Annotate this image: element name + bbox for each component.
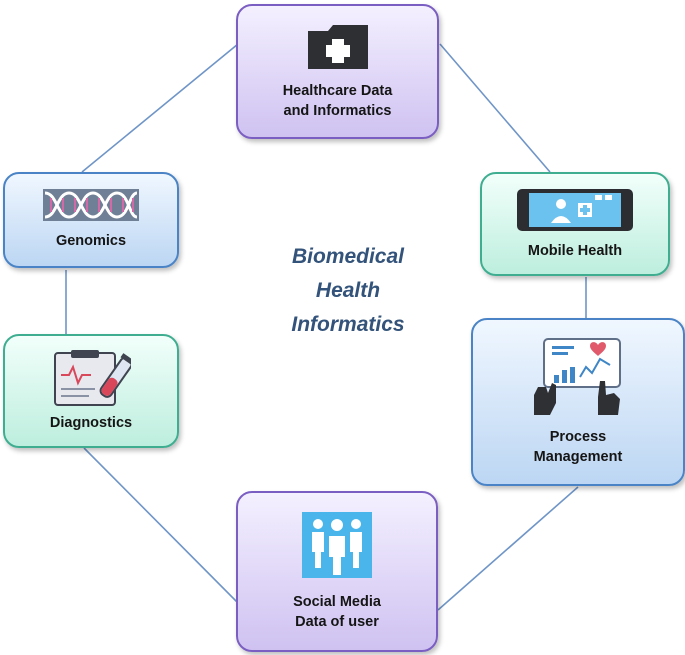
- connector-genomics-healthcare: [81, 43, 239, 173]
- node-healthcare-data: Healthcare Data and Informatics: [236, 4, 439, 139]
- mobile-health-icon: [517, 189, 633, 231]
- node-process-management: Process Management: [471, 318, 685, 486]
- node-healthcare-label: Healthcare Data and Informatics: [282, 82, 393, 119]
- center-title: Biomedical Health Informatics: [258, 240, 438, 342]
- node-mobile-health: Mobile Health: [480, 172, 670, 276]
- node-diagnostics-label: Diagnostics: [49, 415, 133, 431]
- node-genomics: Genomics: [3, 172, 179, 268]
- center-title-line-2: Health: [315, 279, 381, 302]
- dna-helix-icon: [43, 189, 139, 221]
- connector-social-diagnostics: [83, 447, 239, 604]
- node-mobile-label: Mobile Health: [527, 243, 623, 259]
- node-social-label: Social Media Data of user: [293, 593, 381, 630]
- connector-healthcare-mobile: [439, 43, 551, 173]
- node-social-media-data: Social Media Data of user: [236, 491, 438, 652]
- node-genomics-label: Genomics: [55, 233, 127, 249]
- node-diagnostics: Diagnostics: [3, 334, 179, 448]
- node-process-label: Process Management: [533, 429, 623, 465]
- clipboard-test-tube-icon: [54, 350, 131, 406]
- center-title-line-3: Informatics: [291, 313, 405, 336]
- people-group-icon: [302, 511, 372, 578]
- center-title-line-1: Biomedical: [291, 245, 405, 268]
- connector-process-social: [437, 486, 579, 611]
- analytics-dashboard-icon: [534, 338, 621, 415]
- medical-folder-icon: [307, 24, 368, 69]
